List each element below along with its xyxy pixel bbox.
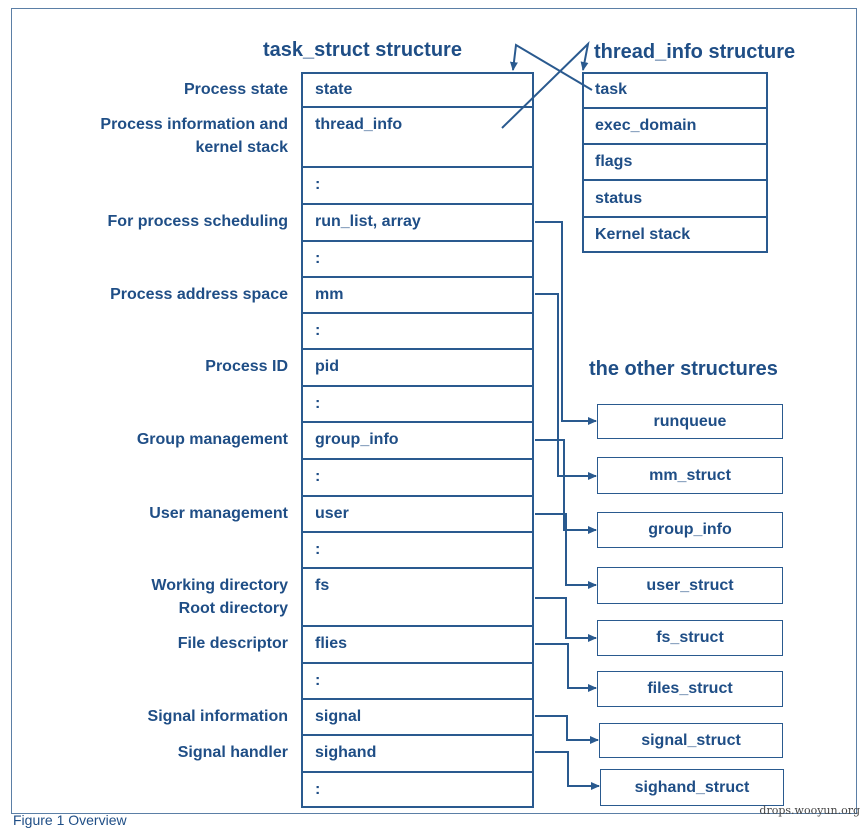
thread-info-to-struct-arrow — [501, 41, 590, 129]
task-struct-label: Process address space — [110, 283, 288, 306]
task-struct-row-divider — [301, 312, 534, 314]
task-struct-label: Process information and kernel stack — [100, 113, 288, 159]
pointer-arrow — [535, 513, 597, 589]
other-struct-box: sighand_struct — [600, 769, 784, 806]
task-struct-label: Signal information — [148, 705, 288, 728]
thread-info-row-divider — [582, 143, 768, 145]
task-struct-field: sighand — [315, 744, 377, 761]
task-struct-label-line: Process ID — [205, 358, 288, 375]
thread-info-row-divider — [582, 216, 768, 218]
task-struct-label-line: Signal information — [147, 708, 288, 725]
task-struct-field: thread_info — [315, 116, 403, 133]
pointer-arrow — [535, 597, 597, 642]
other-struct-box: runqueue — [597, 404, 783, 439]
pointer-arrow — [535, 293, 597, 480]
task-struct-label-line: Process address space — [110, 286, 288, 303]
task-struct-field: signal — [315, 708, 362, 725]
task-struct-row-divider — [301, 385, 534, 387]
other-struct-box: user_struct — [597, 567, 783, 604]
other-struct-box: group_info — [597, 512, 783, 548]
task-struct-field: user — [315, 505, 349, 522]
pointer-arrow — [535, 221, 597, 425]
task-struct-label-line: Signal handler — [177, 744, 288, 761]
thread-info-field: exec_domain — [595, 117, 697, 134]
task-struct-label-line: kernel stack — [195, 139, 288, 156]
task-struct-row-divider — [301, 458, 534, 460]
task-struct-label: File descriptor — [178, 632, 288, 655]
task-struct-label: Process state — [184, 78, 288, 101]
task-struct-field: : — [315, 781, 321, 798]
thread-info-field: task — [595, 81, 628, 98]
pointer-arrow — [535, 715, 599, 744]
thread-info-row-divider — [582, 107, 768, 109]
task-struct-field: fs — [315, 577, 330, 594]
task-struct-label-line: Process information and — [100, 116, 288, 133]
task-struct-label-line: Root directory — [178, 600, 288, 617]
task-struct-box — [301, 72, 534, 808]
task-struct-field: : — [315, 250, 321, 267]
thread-info-field: Kernel stack — [595, 226, 691, 243]
thread-info-box — [582, 72, 768, 253]
task-struct-field: flies — [315, 635, 348, 652]
task-struct-row-divider — [301, 662, 534, 664]
task-struct-row-divider — [301, 203, 534, 205]
task-struct-label: Group management — [137, 428, 288, 451]
task-struct-field: pid — [315, 358, 339, 375]
task-to-task-struct-arrow — [509, 43, 593, 91]
watermark: drops.wooyun.org — [759, 804, 860, 817]
pointer-arrow — [535, 643, 597, 692]
task-struct-label-line: Group management — [136, 431, 288, 448]
other-struct-box: files_struct — [597, 671, 783, 707]
task-struct-field: mm — [315, 286, 344, 303]
task-struct-row-divider — [301, 495, 534, 497]
pointer-arrow — [535, 751, 600, 790]
task-struct-label-line: Working directory — [151, 577, 288, 594]
task-struct-field: : — [315, 176, 321, 193]
task-struct-field: run_list, array — [315, 213, 421, 230]
task-struct-row-divider — [301, 276, 534, 278]
task-struct-label: Signal handler — [178, 741, 288, 764]
task-struct-label-line: User management — [149, 505, 288, 522]
task-struct-field: group_info — [315, 431, 399, 448]
task-struct-row-divider — [301, 106, 534, 108]
task-struct-label-line: Process state — [183, 81, 288, 98]
task-struct-row-divider — [301, 531, 534, 533]
thread-info-field: status — [595, 189, 643, 207]
task-struct-field: : — [315, 322, 321, 339]
task-struct-label-line: File descriptor — [177, 635, 288, 652]
other-struct-box: mm_struct — [597, 457, 783, 494]
task-struct-row-divider — [301, 166, 534, 168]
other-struct-box: signal_struct — [599, 723, 783, 758]
figure-caption: Figure 1 Overview — [13, 812, 127, 828]
task-struct-row-divider — [301, 771, 534, 773]
task-struct-field: state — [315, 81, 353, 98]
diagram-frame — [11, 8, 857, 814]
task-struct-row-divider — [301, 240, 534, 242]
pointer-arrow — [535, 439, 597, 534]
task-struct-field: : — [315, 395, 321, 412]
task-struct-row-divider — [301, 421, 534, 423]
task-struct-label-line: For process scheduling — [107, 213, 288, 230]
thread-info-title: thread_info structure — [594, 41, 796, 63]
other-struct-box: fs_struct — [597, 620, 783, 656]
task-struct-title: task_struct structure — [263, 39, 462, 61]
task-struct-label: Process ID — [205, 355, 288, 378]
thread-info-row-divider — [582, 179, 768, 181]
task-struct-row-divider — [301, 348, 534, 350]
task-struct-field: : — [315, 541, 321, 558]
task-struct-row-divider — [301, 625, 534, 627]
thread-info-field: flags — [595, 153, 633, 170]
task-struct-label: For process scheduling — [108, 210, 288, 233]
task-struct-field: : — [315, 468, 321, 485]
task-struct-label: User management — [149, 502, 288, 525]
task-struct-row-divider — [301, 734, 534, 736]
task-struct-field: : — [315, 672, 321, 689]
task-struct-row-divider — [301, 698, 534, 700]
other-structures-title: the other structures — [589, 358, 778, 380]
task-struct-row-divider — [301, 567, 534, 569]
